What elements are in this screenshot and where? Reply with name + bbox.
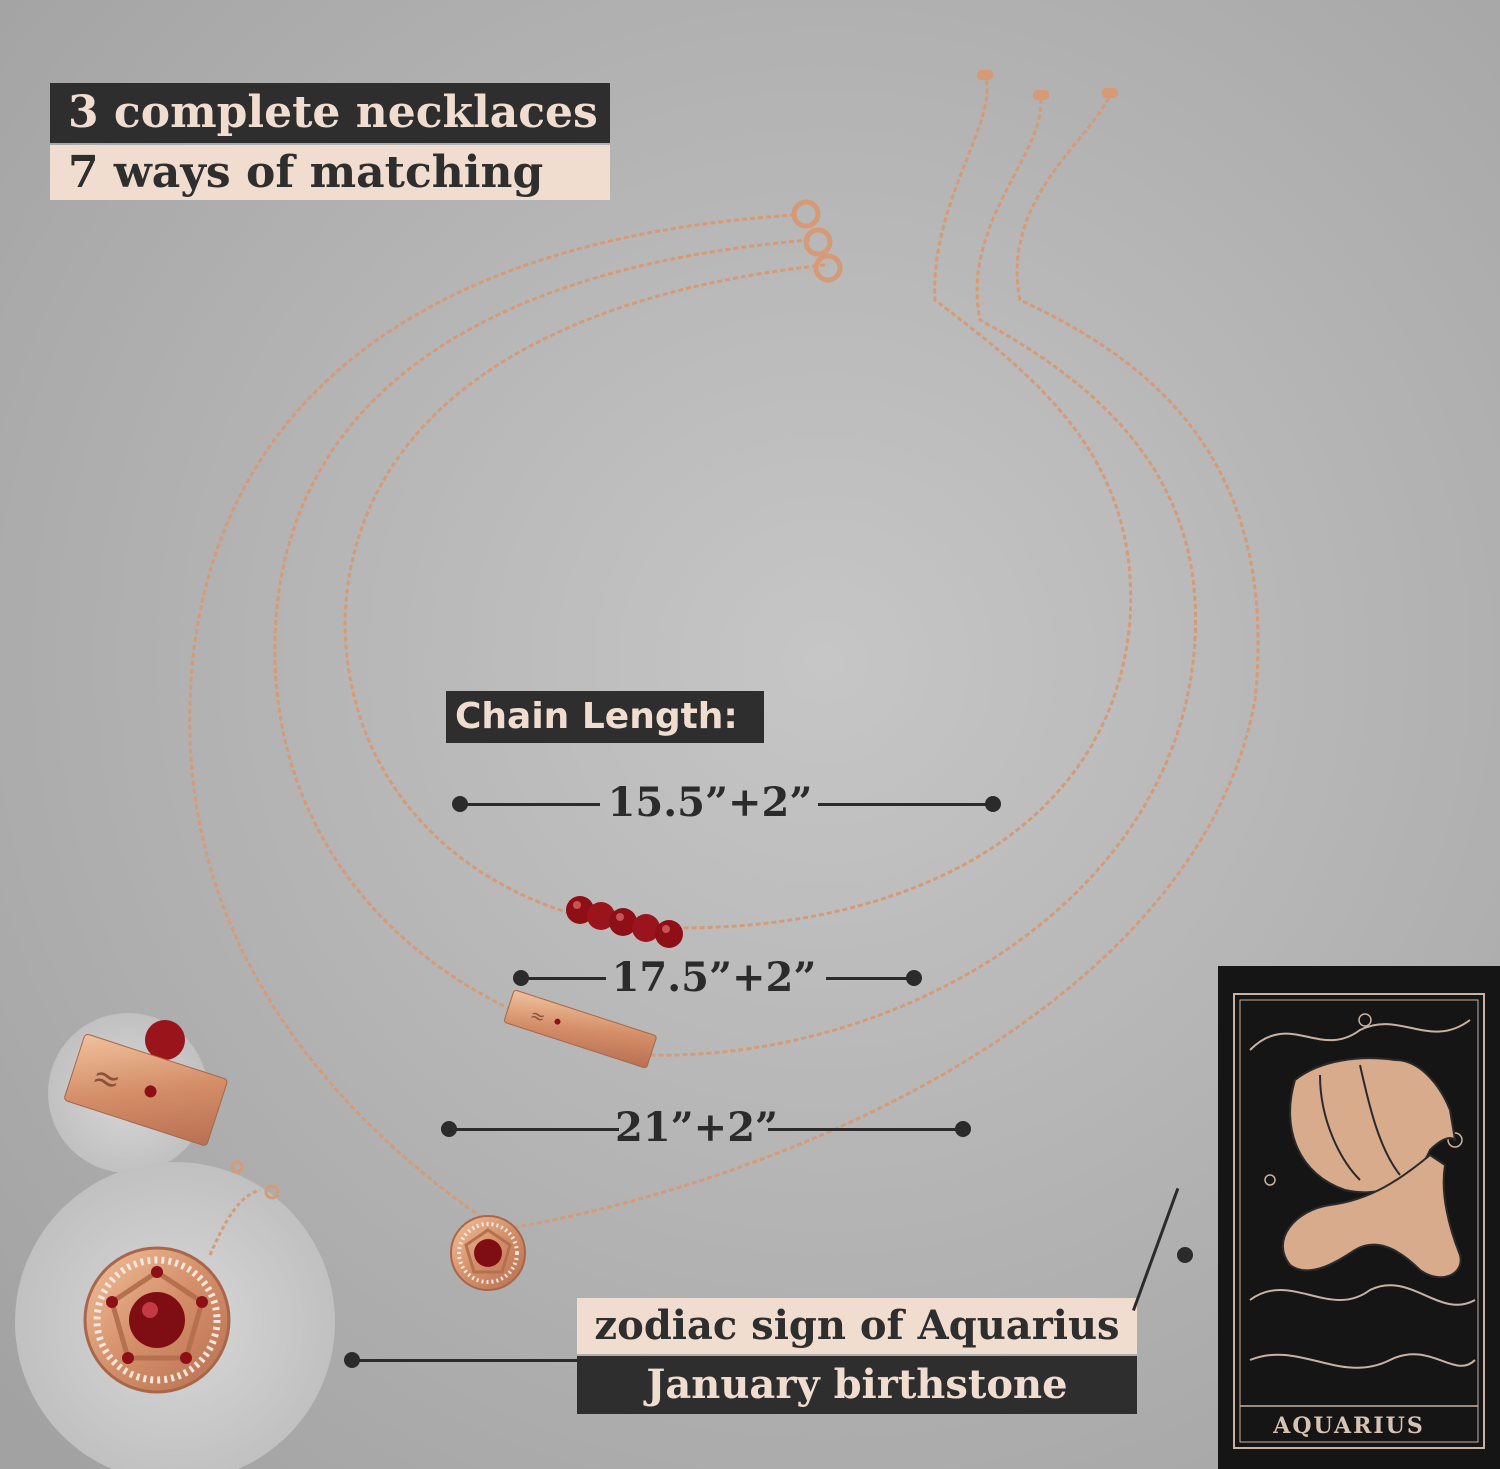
measure-17-left-line bbox=[521, 977, 606, 980]
necklace-chain-17 bbox=[273, 94, 1198, 1057]
coin-pendant bbox=[450, 1215, 526, 1291]
measure-15-right-line bbox=[818, 803, 993, 806]
bar-zoom-circle: ≈ bbox=[48, 1013, 228, 1173]
svg-text:≈: ≈ bbox=[527, 1004, 548, 1029]
measure-17-label: 17.5”+2” bbox=[611, 954, 817, 1001]
header-line2-box bbox=[50, 145, 610, 200]
measure-21-right-line bbox=[768, 1128, 963, 1131]
caption-right-dot bbox=[1177, 1247, 1193, 1263]
garnet-beads bbox=[566, 896, 683, 948]
measure-21-right-dot bbox=[955, 1121, 971, 1137]
header-line2: 7 ways of matching bbox=[68, 147, 544, 198]
necklace-chain-15 bbox=[343, 74, 1133, 930]
clasp-2 bbox=[803, 227, 833, 257]
bar-pendant: ≈ bbox=[504, 989, 657, 1069]
measure-21-label: 21”+2” bbox=[615, 1104, 779, 1151]
header-line1-box bbox=[50, 83, 610, 143]
caption-line2: January birthstone bbox=[646, 1361, 1068, 1408]
caption-left-line bbox=[352, 1359, 577, 1362]
clasp-3 bbox=[813, 253, 843, 283]
chain-length-box bbox=[446, 691, 764, 743]
caption-line1: zodiac sign of Aquarius bbox=[594, 1302, 1120, 1349]
measure-15-left-line bbox=[460, 803, 600, 806]
aquarius-tarot-card bbox=[1218, 966, 1500, 1469]
chain-length-label: Chain Length: bbox=[455, 696, 738, 737]
header-line1: 3 complete necklaces bbox=[68, 87, 598, 138]
measure-17-right-dot bbox=[906, 970, 922, 986]
caption-line1-box bbox=[577, 1298, 1137, 1354]
coin-zoom-circle bbox=[15, 1160, 335, 1469]
tarot-card-label: AQUARIUS bbox=[1273, 1413, 1425, 1439]
measure-15-label: 15.5”+2” bbox=[607, 779, 813, 826]
caption-line2-box bbox=[577, 1356, 1137, 1414]
measure-15-right-dot bbox=[985, 796, 1001, 812]
clasp-1 bbox=[791, 199, 821, 229]
measure-21-left-line bbox=[449, 1128, 619, 1131]
necklace-chain-21 bbox=[188, 94, 1260, 1232]
measure-17-right-line bbox=[826, 977, 914, 980]
